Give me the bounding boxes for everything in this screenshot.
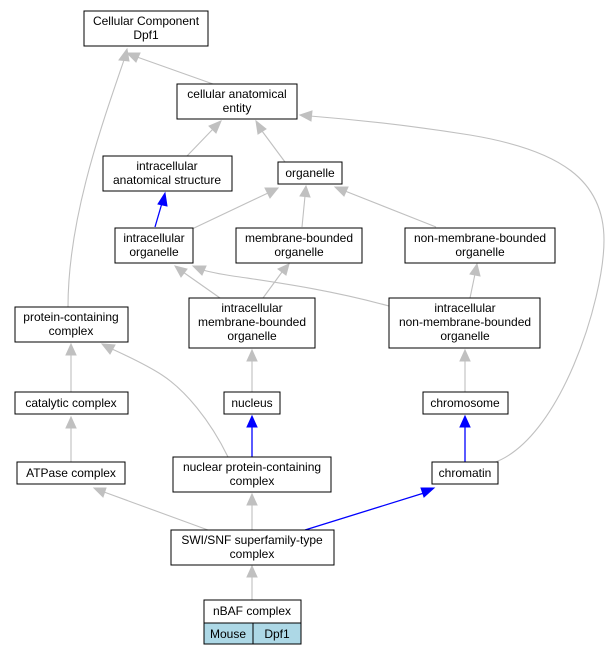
- gene-label: Dpf1: [264, 627, 290, 641]
- edge-swi-snf-part-of-chromatin: [304, 487, 436, 531]
- species-label: Mouse: [210, 627, 246, 641]
- node-label-line: Cellular Component: [93, 14, 200, 28]
- edge-nuclear-protein-containing-complex-to-protein-containing-complex: [100, 343, 229, 458]
- edge-intracellular-membrane-bounded-organelle-to-membrane-bounded-organelle: [262, 263, 290, 299]
- node-catalytic-complex[interactable]: catalytic complex: [14, 391, 129, 415]
- edge-intracellular-anatomical-structure-to-cellular-anatomical-entity: [186, 120, 222, 157]
- node-label-line: SWI/SNF superfamily-type: [181, 533, 323, 547]
- node-label-line: complex: [230, 474, 275, 488]
- node-label-line: intracellular: [221, 301, 282, 315]
- node-nbaf-complex[interactable]: nBAF complex Mouse Dpf1: [203, 599, 302, 645]
- node-label-line: chromosome: [430, 396, 500, 410]
- node-label-line: nuclear protein-containing: [183, 460, 321, 474]
- edge-non-membrane-bounded-organelle-to-organelle: [333, 186, 437, 228]
- node-label-line: chromatin: [439, 466, 492, 480]
- node-label-line: intracellular: [123, 231, 184, 245]
- node-protein-containing-complex[interactable]: protein-containing complex: [14, 306, 129, 343]
- node-label-line: organelle: [227, 329, 277, 343]
- edges: [65, 47, 605, 600]
- edge-protein-containing-complex-to-cellular-component: [67, 47, 130, 308]
- node-nuclear-protein-containing-complex[interactable]: nuclear protein-containing complex: [172, 456, 332, 493]
- node-label-line: cellular anatomical: [187, 87, 286, 101]
- edge-membrane-bounded-organelle-to-organelle: [299, 184, 311, 228]
- edge-intracellular-organelle-to-organelle: [191, 187, 280, 230]
- edge-cellular-anatomical-entity-to-cellular-component: [125, 52, 214, 85]
- edge-intracellular-membrane-bounded-organelle-to-intracellular-organelle: [174, 265, 221, 299]
- node-intracellular-anatomical-structure[interactable]: intracellular anatomical structure: [102, 155, 233, 192]
- edge-swi-snf-to-nuclear-protein-containing-complex: [246, 492, 258, 530]
- node-label-line: intracellular: [434, 301, 495, 315]
- node-label-line: organelle: [129, 245, 179, 259]
- node-label-line: membrane-bounded: [245, 231, 353, 245]
- node-swi-snf-superfamily-type-complex[interactable]: SWI/SNF superfamily-type complex: [170, 529, 335, 566]
- node-intracellular-membrane-bounded-organelle[interactable]: intracellular membrane-bounded organelle: [188, 297, 316, 349]
- node-non-membrane-bounded-organelle[interactable]: non-membrane-bounded organelle: [404, 227, 556, 264]
- node-nucleus[interactable]: nucleus: [223, 391, 281, 415]
- node-intracellular-non-membrane-bounded-organelle[interactable]: intracellular non-membrane-bounded organ…: [388, 297, 541, 349]
- node-label-line: ATPase complex: [26, 466, 116, 480]
- node-label-line: organelle: [274, 245, 324, 259]
- gene-cell: [252, 622, 302, 645]
- node-label-line: nucleus: [231, 396, 272, 410]
- edge-nbaf-complex-to-swi-snf: [246, 564, 258, 600]
- node-intracellular-organelle[interactable]: intracellular organelle: [114, 227, 194, 264]
- node-chromatin[interactable]: chromatin: [431, 461, 499, 485]
- node-label-line: non-membrane-bounded: [399, 315, 531, 329]
- node-label-line: Dpf1: [133, 28, 159, 42]
- edge-intracellular-organelle-part-of-intracellular-anatomical-structure: [154, 191, 168, 228]
- node-label-line: organelle: [440, 329, 490, 343]
- edge-chromatin-to-cellular-anatomical-entity: [298, 110, 605, 464]
- node-label-line: catalytic complex: [25, 396, 116, 410]
- node-cellular-component[interactable]: Cellular Component Dpf1: [83, 10, 209, 47]
- node-chromosome[interactable]: chromosome: [422, 391, 509, 415]
- edge-nucleus-to-intracellular-membrane-bounded-organelle: [246, 348, 258, 392]
- node-label-line: anatomical structure: [113, 173, 221, 187]
- node-organelle[interactable]: organelle: [277, 161, 343, 185]
- node-membrane-bounded-organelle[interactable]: membrane-bounded organelle: [235, 227, 363, 264]
- edge-nuclear-protein-containing-complex-part-of-nucleus: [246, 414, 258, 457]
- edge-organelle-to-cellular-anatomical-entity: [255, 119, 286, 163]
- node-label-line: organelle: [455, 245, 505, 259]
- node-label-line: intracellular: [136, 159, 197, 173]
- node-cellular-anatomical-entity[interactable]: cellular anatomical entity: [176, 83, 298, 120]
- edge-atpase-complex-to-catalytic-complex: [65, 415, 77, 462]
- edge-swi-snf-to-atpase-complex: [92, 487, 209, 531]
- edge-intracellular-non-membrane-bounded-organelle-to-intracellular-organelle: [191, 265, 390, 307]
- edge-catalytic-complex-to-protein-containing-complex: [65, 342, 77, 392]
- node-label-line: complex: [49, 324, 94, 338]
- node-label-line: nBAF complex: [213, 604, 291, 618]
- nodes: Cellular Component Dpf1 cellular anatomi…: [14, 10, 556, 645]
- node-label-line: protein-containing: [23, 310, 118, 324]
- node-label-line: membrane-bounded: [198, 315, 306, 329]
- node-label-line: entity: [223, 101, 252, 115]
- edge-chromosome-to-intracellular-non-membrane-bounded-organelle: [459, 348, 471, 392]
- edge-chromatin-part-of-chromosome: [459, 414, 471, 462]
- node-label-line: organelle: [285, 166, 335, 180]
- node-label-line: non-membrane-bounded: [414, 231, 546, 245]
- edge-intracellular-non-membrane-bounded-organelle-to-non-membrane-bounded-organelle: [469, 262, 481, 299]
- node-label-line: complex: [230, 547, 275, 561]
- node-atpase-complex[interactable]: ATPase complex: [16, 461, 126, 485]
